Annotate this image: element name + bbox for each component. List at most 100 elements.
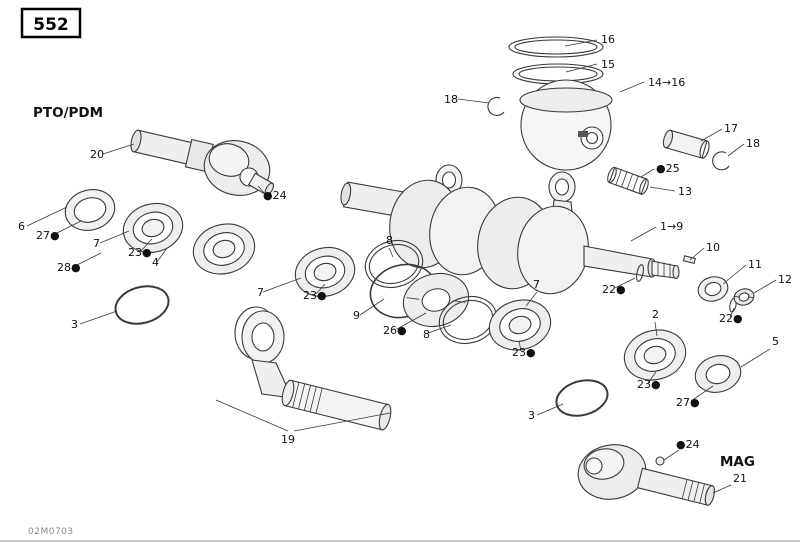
leader-line-7b — [262, 277, 302, 293]
section-label-pto: PTO/PDM — [33, 105, 103, 121]
section-label-mag: MAG — [720, 454, 755, 470]
part-callout-23a: 23● — [128, 246, 152, 259]
leader-line-12 — [753, 279, 777, 294]
part-callout-23b: 23● — [303, 289, 327, 302]
part-callout-20: 20 — [90, 148, 104, 161]
oil-seal — [64, 189, 116, 231]
callout-labels-layer: 16151814→161718●2513201→9●24627●723●428●… — [18, 33, 792, 485]
part-callout-7a: 7 — [93, 237, 100, 250]
part-callout-21: 21 — [733, 472, 747, 485]
leader-line-9 — [359, 298, 385, 316]
leader-line-24a — [257, 185, 267, 196]
part-callout-27a: 27● — [36, 229, 60, 242]
o-ring-right — [555, 379, 609, 417]
part-callout-27b: 27● — [676, 396, 700, 409]
leader-line-18a — [457, 98, 490, 104]
leader-line-5 — [740, 348, 771, 368]
ball-bearing-pto-outer — [192, 223, 256, 275]
leader-line-23a — [140, 238, 153, 252]
leader-line-6 — [26, 206, 68, 227]
leader-line-8a — [388, 247, 394, 258]
dowel-pin — [682, 255, 696, 265]
leader-line-4 — [156, 247, 168, 263]
leader-line-22a — [614, 277, 636, 289]
connecting-rod-assembly — [234, 306, 392, 431]
part-callout-19: 19 — [281, 433, 295, 446]
leader-line-2 — [654, 321, 658, 337]
part-callout-25: ●25 — [656, 162, 680, 175]
part-callout-14-16: 14→16 — [648, 76, 685, 89]
leader-line-27a — [52, 220, 82, 236]
leader-line-25 — [640, 168, 655, 178]
leader-line-28 — [72, 252, 102, 268]
leader-line-23c — [518, 340, 522, 352]
leader-line-10 — [689, 247, 705, 261]
leader-line-13 — [649, 186, 676, 192]
part-callout-12: 12 — [778, 273, 792, 286]
part-callout-22a: 22● — [602, 283, 626, 296]
leader-line-3b — [536, 403, 564, 416]
ball-bearing-center-right — [488, 299, 552, 351]
leader-line-22b — [729, 307, 735, 318]
leader-line-19 — [215, 399, 289, 432]
leader-lines-layer — [26, 39, 777, 494]
piston-pin-circlip-right — [712, 151, 730, 171]
part-callout-17: 17 — [724, 122, 738, 135]
piston-ring-upper — [508, 36, 604, 58]
ball-bearing-pto-inner — [122, 203, 184, 253]
leader-line-7c — [525, 291, 538, 307]
part-callout-23d: 23● — [637, 378, 661, 391]
part-callout-10: 10 — [706, 241, 720, 254]
part-callout-16: 16 — [601, 33, 615, 46]
part-callout-22b: 22● — [719, 312, 743, 325]
part-callout-8b: 8 — [423, 328, 430, 341]
part-callout-24a: ●24 — [263, 189, 287, 202]
part-callout-3b: 3 — [528, 409, 535, 422]
leader-line-16 — [564, 39, 598, 47]
part-callout-26: 26● — [383, 324, 407, 337]
leader-line-23b — [315, 283, 326, 295]
part-callout-1-9: 1→9 — [660, 220, 683, 233]
part-callout-2: 2 — [652, 308, 659, 321]
model-number-box: 552 — [20, 7, 82, 39]
part-callout-11: 11 — [748, 258, 762, 271]
part-callout-3a: 3 — [71, 318, 78, 331]
leader-line-15 — [565, 63, 598, 73]
part-callout-9: 9 — [353, 309, 360, 322]
leader-line-26 — [396, 312, 427, 330]
leader-line-24b — [663, 449, 680, 461]
part-callout-8a: 8 — [386, 234, 393, 247]
part-callout-7c: 7 — [533, 278, 540, 291]
needle-bearing — [607, 166, 649, 195]
leader-line-19 — [293, 412, 391, 432]
part-callout-18b: 18 — [746, 137, 760, 150]
leader-line-23d — [647, 371, 657, 384]
mag-crank-half — [577, 444, 715, 506]
ball-bearing-small — [697, 276, 729, 302]
part-callout-28: 28● — [57, 261, 81, 274]
thrust-washer-left — [636, 264, 644, 282]
labyrinth-disc — [402, 272, 470, 328]
leader-line-17 — [700, 128, 723, 142]
lock-nut — [733, 288, 755, 306]
part-callout-13: 13 — [678, 185, 692, 198]
piston — [519, 79, 613, 171]
part-callout-23c: 23● — [512, 346, 536, 359]
part-callout-6: 6 — [18, 220, 25, 233]
part-callout-15: 15 — [601, 58, 615, 71]
model-number: 552 — [33, 15, 69, 35]
leader-line-20 — [102, 143, 135, 155]
drawing-layer — [0, 36, 800, 542]
part-callout-4: 4 — [152, 256, 159, 269]
leader-line-27b — [690, 385, 714, 402]
leader-line-14-16 — [619, 81, 645, 93]
leader-line-11 — [722, 264, 747, 285]
leader-line-3a — [79, 310, 118, 325]
shim-washer — [694, 355, 742, 393]
o-ring-left — [114, 285, 170, 325]
spacer-ring-front — [364, 240, 424, 288]
ball-bearing-mag — [623, 329, 687, 381]
piston-pin-circlip-left — [487, 96, 505, 116]
